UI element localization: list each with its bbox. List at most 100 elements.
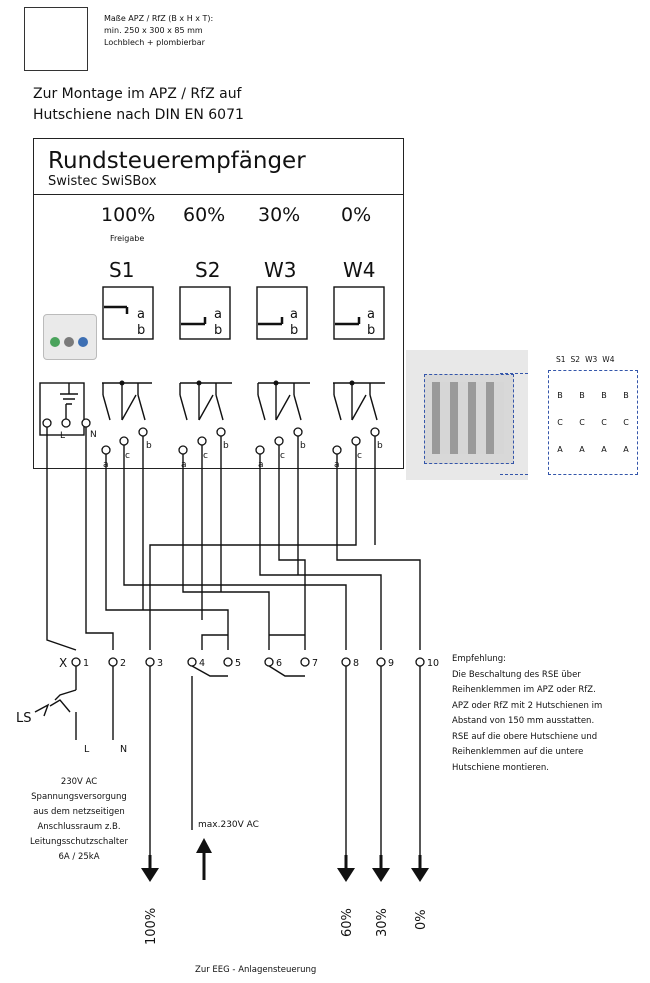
connector-callout (500, 373, 528, 475)
map-cell: B (623, 391, 629, 400)
mount-line: Hutschiene nach DIN EN 6071 (33, 107, 244, 123)
relay-b-w3: b (290, 323, 298, 338)
recommendation-line: APZ oder RfZ mit 2 Hutschienen im (452, 700, 603, 711)
dims-line: min. 250 x 300 x 85 mm (104, 26, 203, 35)
map-cell: A (601, 445, 607, 454)
terminal-L: L (84, 744, 90, 755)
dev-c1: c (125, 451, 130, 461)
dev-b2: b (223, 441, 229, 451)
terminal-4: 4 (199, 658, 205, 669)
recommendation-line: RSE auf die obere Hutschiene und (452, 731, 598, 742)
dev-c2: c (203, 451, 208, 461)
switch-label-s1: S1 (109, 258, 135, 282)
device-title: Rundsteuerempfänger (48, 148, 306, 174)
recommendation-line: Reihenklemmen auf die untere (452, 747, 584, 757)
map-cell: A (557, 445, 563, 454)
map-cell: C (601, 418, 607, 427)
terminal-6: 6 (276, 658, 282, 669)
supply-line: aus dem netzseitigen (33, 807, 125, 817)
relay-b-s1: b (137, 323, 145, 338)
supply-line: Leitungsschutzschalter (30, 837, 128, 847)
percent-label-w3: 30% (258, 204, 301, 226)
dims-line: Maße APZ / RfZ (B x H x T): (104, 14, 214, 23)
map-cell: A (579, 445, 585, 454)
terminal-9: 9 (388, 658, 394, 669)
dev-a1: a (103, 460, 109, 470)
map-header: S2 (570, 355, 581, 364)
switch-label-w3: W3 (264, 258, 297, 282)
mounting-note: Zur Montage im APZ / RfZ auf Hutschiene … (33, 84, 244, 126)
ls-label: LS (16, 711, 32, 726)
recommendation-line: Abstand von 150 mm ausstatten. (452, 716, 595, 726)
terminal-8: 8 (353, 658, 359, 669)
dev-c4: c (357, 451, 362, 461)
enclosure-dimensions: Maße APZ / RfZ (B x H x T): min. 250 x 3… (104, 13, 213, 49)
terminal-3: 3 (157, 658, 163, 669)
dims-line: Lochblech + plombierbar (104, 38, 205, 47)
dev-a2: a (181, 460, 187, 470)
map-header: S1 (556, 355, 566, 364)
supply-section-box (39, 382, 85, 436)
map-box: B B B B C C C C A A A A (548, 370, 638, 475)
footer-label: Zur EEG - Anlagensteuerung (195, 965, 317, 975)
map-cell: B (579, 391, 585, 400)
supply-line: 230V AC (60, 777, 98, 787)
percent-label-s2: 60% (183, 204, 226, 226)
switch-label-s2: S2 (195, 258, 221, 282)
recommendation-line: Die Beschaltung des RSE über (452, 669, 581, 680)
recommendation-line: Hutschiene montieren. (452, 762, 549, 773)
dev-b1: b (146, 441, 152, 451)
supply-line: 6A / 25kA (58, 852, 100, 862)
map-cell: C (579, 418, 585, 427)
dev-a4: a (334, 460, 340, 470)
terminal-2: 2 (120, 658, 126, 669)
dev-L: L (60, 431, 65, 441)
relay-box-s2 (179, 286, 231, 340)
device-icon (43, 314, 97, 360)
relay-b-w4: b (367, 323, 375, 338)
dev-a3: a (258, 460, 264, 470)
dev-b3: b (300, 441, 306, 451)
output-30: 30% (375, 908, 390, 937)
supply-note: 230V AC Spannungsversorgung aus dem netz… (4, 775, 154, 865)
relay-a-w4: a (367, 307, 375, 322)
relay-a-s2: a (214, 307, 222, 322)
relay-b-s2: b (214, 323, 222, 338)
terminal-block-photo (406, 350, 528, 480)
map-cell: C (623, 418, 629, 427)
device-title-bar: Rundsteuerempfänger Swistec SwiSBox (34, 139, 403, 195)
recommendation-note: Empfehlung: Die Beschaltung des RSE über… (452, 652, 647, 776)
recommendation-line: Empfehlung: (452, 654, 507, 664)
terminal-mapping: S1 S2 W3 W4 B B B B C C C C A A A A (530, 355, 640, 475)
terminal-7: 7 (312, 658, 318, 669)
recommendation-line: Reihenklemmen im APZ oder RfZ. (452, 685, 596, 695)
map-cell: A (623, 445, 629, 454)
relay-a-w3: a (290, 307, 298, 322)
supply-line: Anschlussraum z.B. (37, 822, 121, 832)
switch-label-w4: W4 (343, 258, 376, 282)
map-header: W3 (585, 355, 598, 364)
output-60: 60% (340, 908, 355, 937)
mount-line: Zur Montage im APZ / RfZ auf (33, 86, 242, 102)
device-box: Rundsteuerempfänger Swistec SwiSBox (33, 138, 404, 469)
device-subtitle: Swistec SwiSBox (48, 174, 157, 189)
output-0: 0% (414, 909, 429, 930)
output-100: 100% (144, 908, 159, 945)
terminal-N: N (120, 744, 127, 755)
terminal-10: 10 (427, 658, 439, 669)
freigabe-label: Freigabe (110, 234, 145, 243)
map-cell: C (557, 418, 563, 427)
terminal-1: 1 (83, 658, 89, 669)
dev-c3: c (280, 451, 285, 461)
percent-label-s1: 100% (101, 204, 156, 226)
max-voltage-label: max.230V AC (198, 820, 259, 830)
enclosure-symbol (24, 7, 88, 71)
relay-box-w3 (256, 286, 308, 340)
terminal-x: X (59, 656, 67, 670)
dev-N: N (90, 430, 97, 440)
relay-a-s1: a (137, 307, 145, 322)
dev-b4: b (377, 441, 383, 451)
terminal-5: 5 (235, 658, 241, 669)
supply-line: Spannungsversorgung (31, 792, 127, 802)
